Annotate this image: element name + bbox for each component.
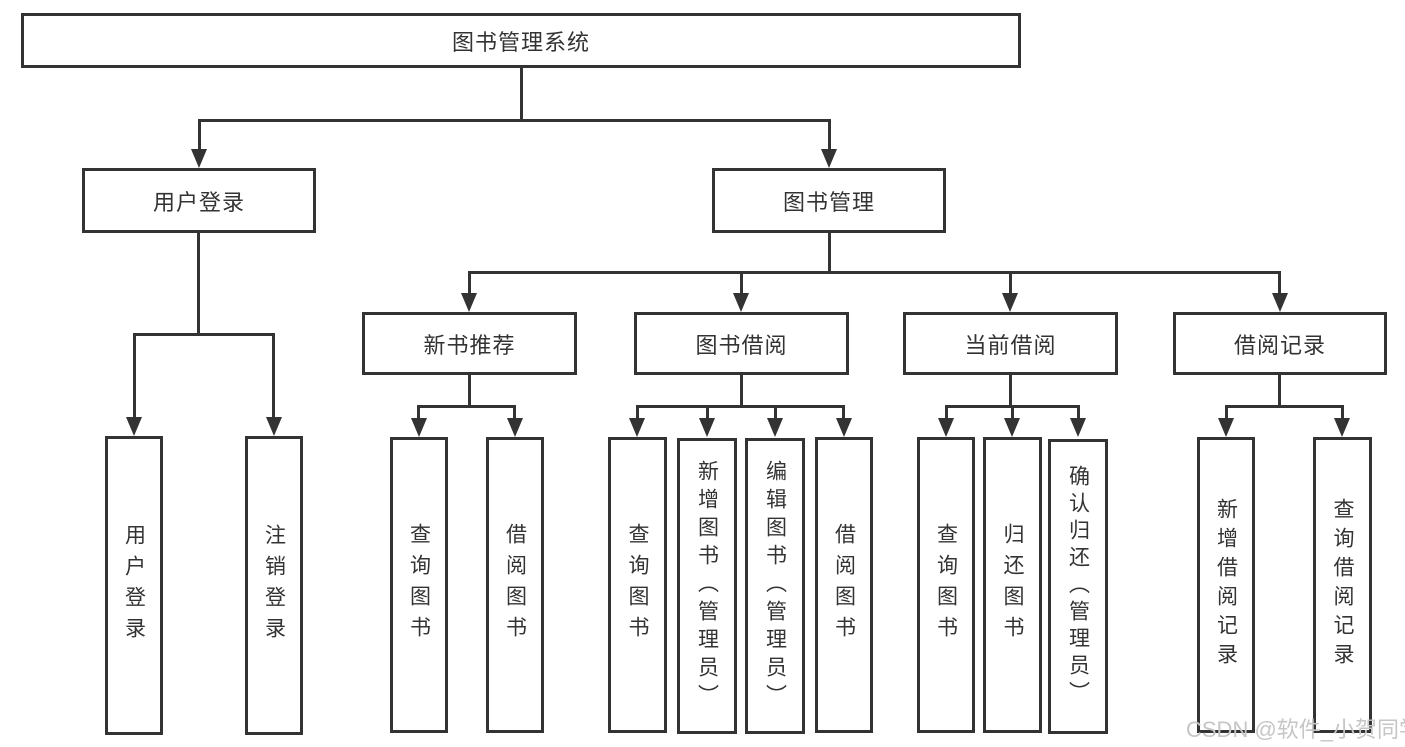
node-query-books-1: 查询图书 bbox=[390, 437, 448, 733]
connector-drop-login bbox=[133, 333, 136, 417]
node-confirm-return-admin: 确认归还（管理员） bbox=[1048, 439, 1108, 734]
node-label: 当前借阅 bbox=[964, 332, 1057, 358]
connector-new-book-stem bbox=[468, 375, 471, 407]
connector-drop bbox=[1011, 405, 1014, 421]
arrow-down-icon bbox=[191, 149, 207, 168]
node-label: 用户登录 bbox=[122, 523, 146, 648]
node-borrowing-records: 借阅记录 bbox=[1173, 312, 1387, 375]
arrow-down-icon bbox=[126, 417, 142, 436]
node-user-login-leaf: 用户登录 bbox=[105, 436, 163, 735]
arrow-down-icon bbox=[507, 418, 523, 437]
connector-book-mgmt-rail bbox=[469, 271, 1281, 274]
node-label: 图书管理系统 bbox=[451, 29, 590, 55]
connector-drop-logout bbox=[272, 333, 275, 417]
node-query-borrow-record: 查询借阅记录 bbox=[1313, 437, 1372, 733]
node-label: 新书推荐 bbox=[423, 332, 516, 358]
node-label: 确认归还（管理员） bbox=[1066, 465, 1090, 708]
node-current-borrowing: 当前借阅 bbox=[903, 312, 1118, 375]
connector-drop bbox=[706, 405, 709, 421]
node-library-management-system: 图书管理系统 bbox=[21, 13, 1021, 68]
node-label: 借阅图书 bbox=[503, 523, 527, 647]
node-query-books-3: 查询图书 bbox=[917, 437, 975, 733]
node-label: 图书管理 bbox=[782, 189, 875, 215]
arrow-down-icon bbox=[1272, 293, 1288, 312]
arrow-down-icon bbox=[1002, 293, 1018, 312]
node-label: 借阅图书 bbox=[832, 523, 856, 647]
node-label: 新增借阅记录 bbox=[1214, 498, 1238, 672]
node-borrow-books-2: 借阅图书 bbox=[815, 437, 873, 733]
arrow-down-icon bbox=[411, 418, 427, 437]
connector-current-borrow-stem bbox=[1009, 375, 1012, 407]
connector-drop bbox=[774, 405, 777, 421]
csdn-watermark: CSDN @软件_小贺同学 bbox=[1186, 717, 1405, 742]
arrow-down-icon bbox=[821, 149, 837, 168]
node-label: 归还图书 bbox=[1001, 523, 1024, 647]
arrow-down-icon bbox=[461, 293, 477, 312]
arrow-down-icon bbox=[836, 418, 852, 437]
node-label: 用户登录 bbox=[152, 189, 245, 215]
connector-drop-book-borrow bbox=[740, 271, 743, 296]
arrow-down-icon bbox=[1218, 418, 1234, 437]
node-label: 查询借阅记录 bbox=[1331, 498, 1354, 672]
arrow-down-icon bbox=[1334, 418, 1350, 437]
connector-root-stem bbox=[520, 68, 523, 121]
arrow-down-icon bbox=[266, 417, 282, 436]
connector-drop-borrow-records bbox=[1278, 271, 1281, 296]
connector-borrow-records-stem bbox=[1278, 375, 1281, 407]
arrow-down-icon bbox=[1070, 418, 1086, 437]
node-add-borrow-record: 新增借阅记录 bbox=[1197, 437, 1255, 733]
connector-drop-book-management bbox=[828, 119, 831, 150]
connector-drop bbox=[945, 405, 948, 421]
connector-drop-new-book bbox=[468, 271, 471, 296]
connector-user-login-stem bbox=[197, 233, 200, 335]
node-edit-books-admin: 编辑图书（管理员） bbox=[745, 438, 805, 734]
connector-book-borrow-stem bbox=[740, 375, 743, 407]
connector-drop-current-borrow bbox=[1009, 271, 1012, 296]
arrow-down-icon bbox=[733, 293, 749, 312]
connector-drop bbox=[1225, 405, 1228, 421]
node-label: 借阅记录 bbox=[1233, 332, 1326, 358]
connector-new-book-rail bbox=[418, 405, 516, 408]
arrow-down-icon bbox=[1004, 418, 1020, 437]
arrow-down-icon bbox=[629, 418, 645, 437]
arrow-down-icon bbox=[767, 418, 783, 437]
connector-borrow-records-rail bbox=[1225, 405, 1343, 408]
node-borrow-books-1: 借阅图书 bbox=[486, 437, 544, 733]
node-query-books-2: 查询图书 bbox=[608, 437, 667, 733]
node-label: 注销登录 bbox=[262, 523, 286, 648]
node-add-books-admin: 新增图书（管理员） bbox=[677, 438, 737, 734]
connector-book-borrow-rail bbox=[636, 405, 844, 408]
connector-drop bbox=[1077, 405, 1080, 421]
node-label: 新增图书（管理员） bbox=[695, 460, 719, 712]
node-book-borrowing: 图书借阅 bbox=[634, 312, 849, 375]
connector-drop-user-login bbox=[198, 119, 201, 150]
connector-drop bbox=[636, 405, 639, 421]
arrow-down-icon bbox=[938, 418, 954, 437]
arrow-down-icon bbox=[699, 418, 715, 437]
node-label: 编辑图书（管理员） bbox=[763, 460, 787, 712]
node-logout-leaf: 注销登录 bbox=[245, 436, 303, 735]
node-label: 图书借阅 bbox=[695, 332, 788, 358]
node-return-books: 归还图书 bbox=[983, 437, 1042, 733]
node-label: 查询图书 bbox=[626, 523, 649, 647]
connector-drop bbox=[842, 405, 845, 421]
node-new-book-recommend: 新书推荐 bbox=[362, 312, 577, 375]
connector-drop bbox=[513, 405, 516, 421]
connector-user-login-rail bbox=[133, 333, 275, 336]
node-user-login: 用户登录 bbox=[82, 168, 316, 233]
node-label: 查询图书 bbox=[934, 523, 958, 647]
connector-drop bbox=[1341, 405, 1344, 421]
connector-drop bbox=[417, 405, 420, 421]
connector-book-mgmt-stem bbox=[828, 233, 831, 273]
node-book-management: 图书管理 bbox=[712, 168, 946, 233]
node-label: 查询图书 bbox=[407, 523, 431, 647]
connector-root-rail bbox=[198, 119, 831, 122]
